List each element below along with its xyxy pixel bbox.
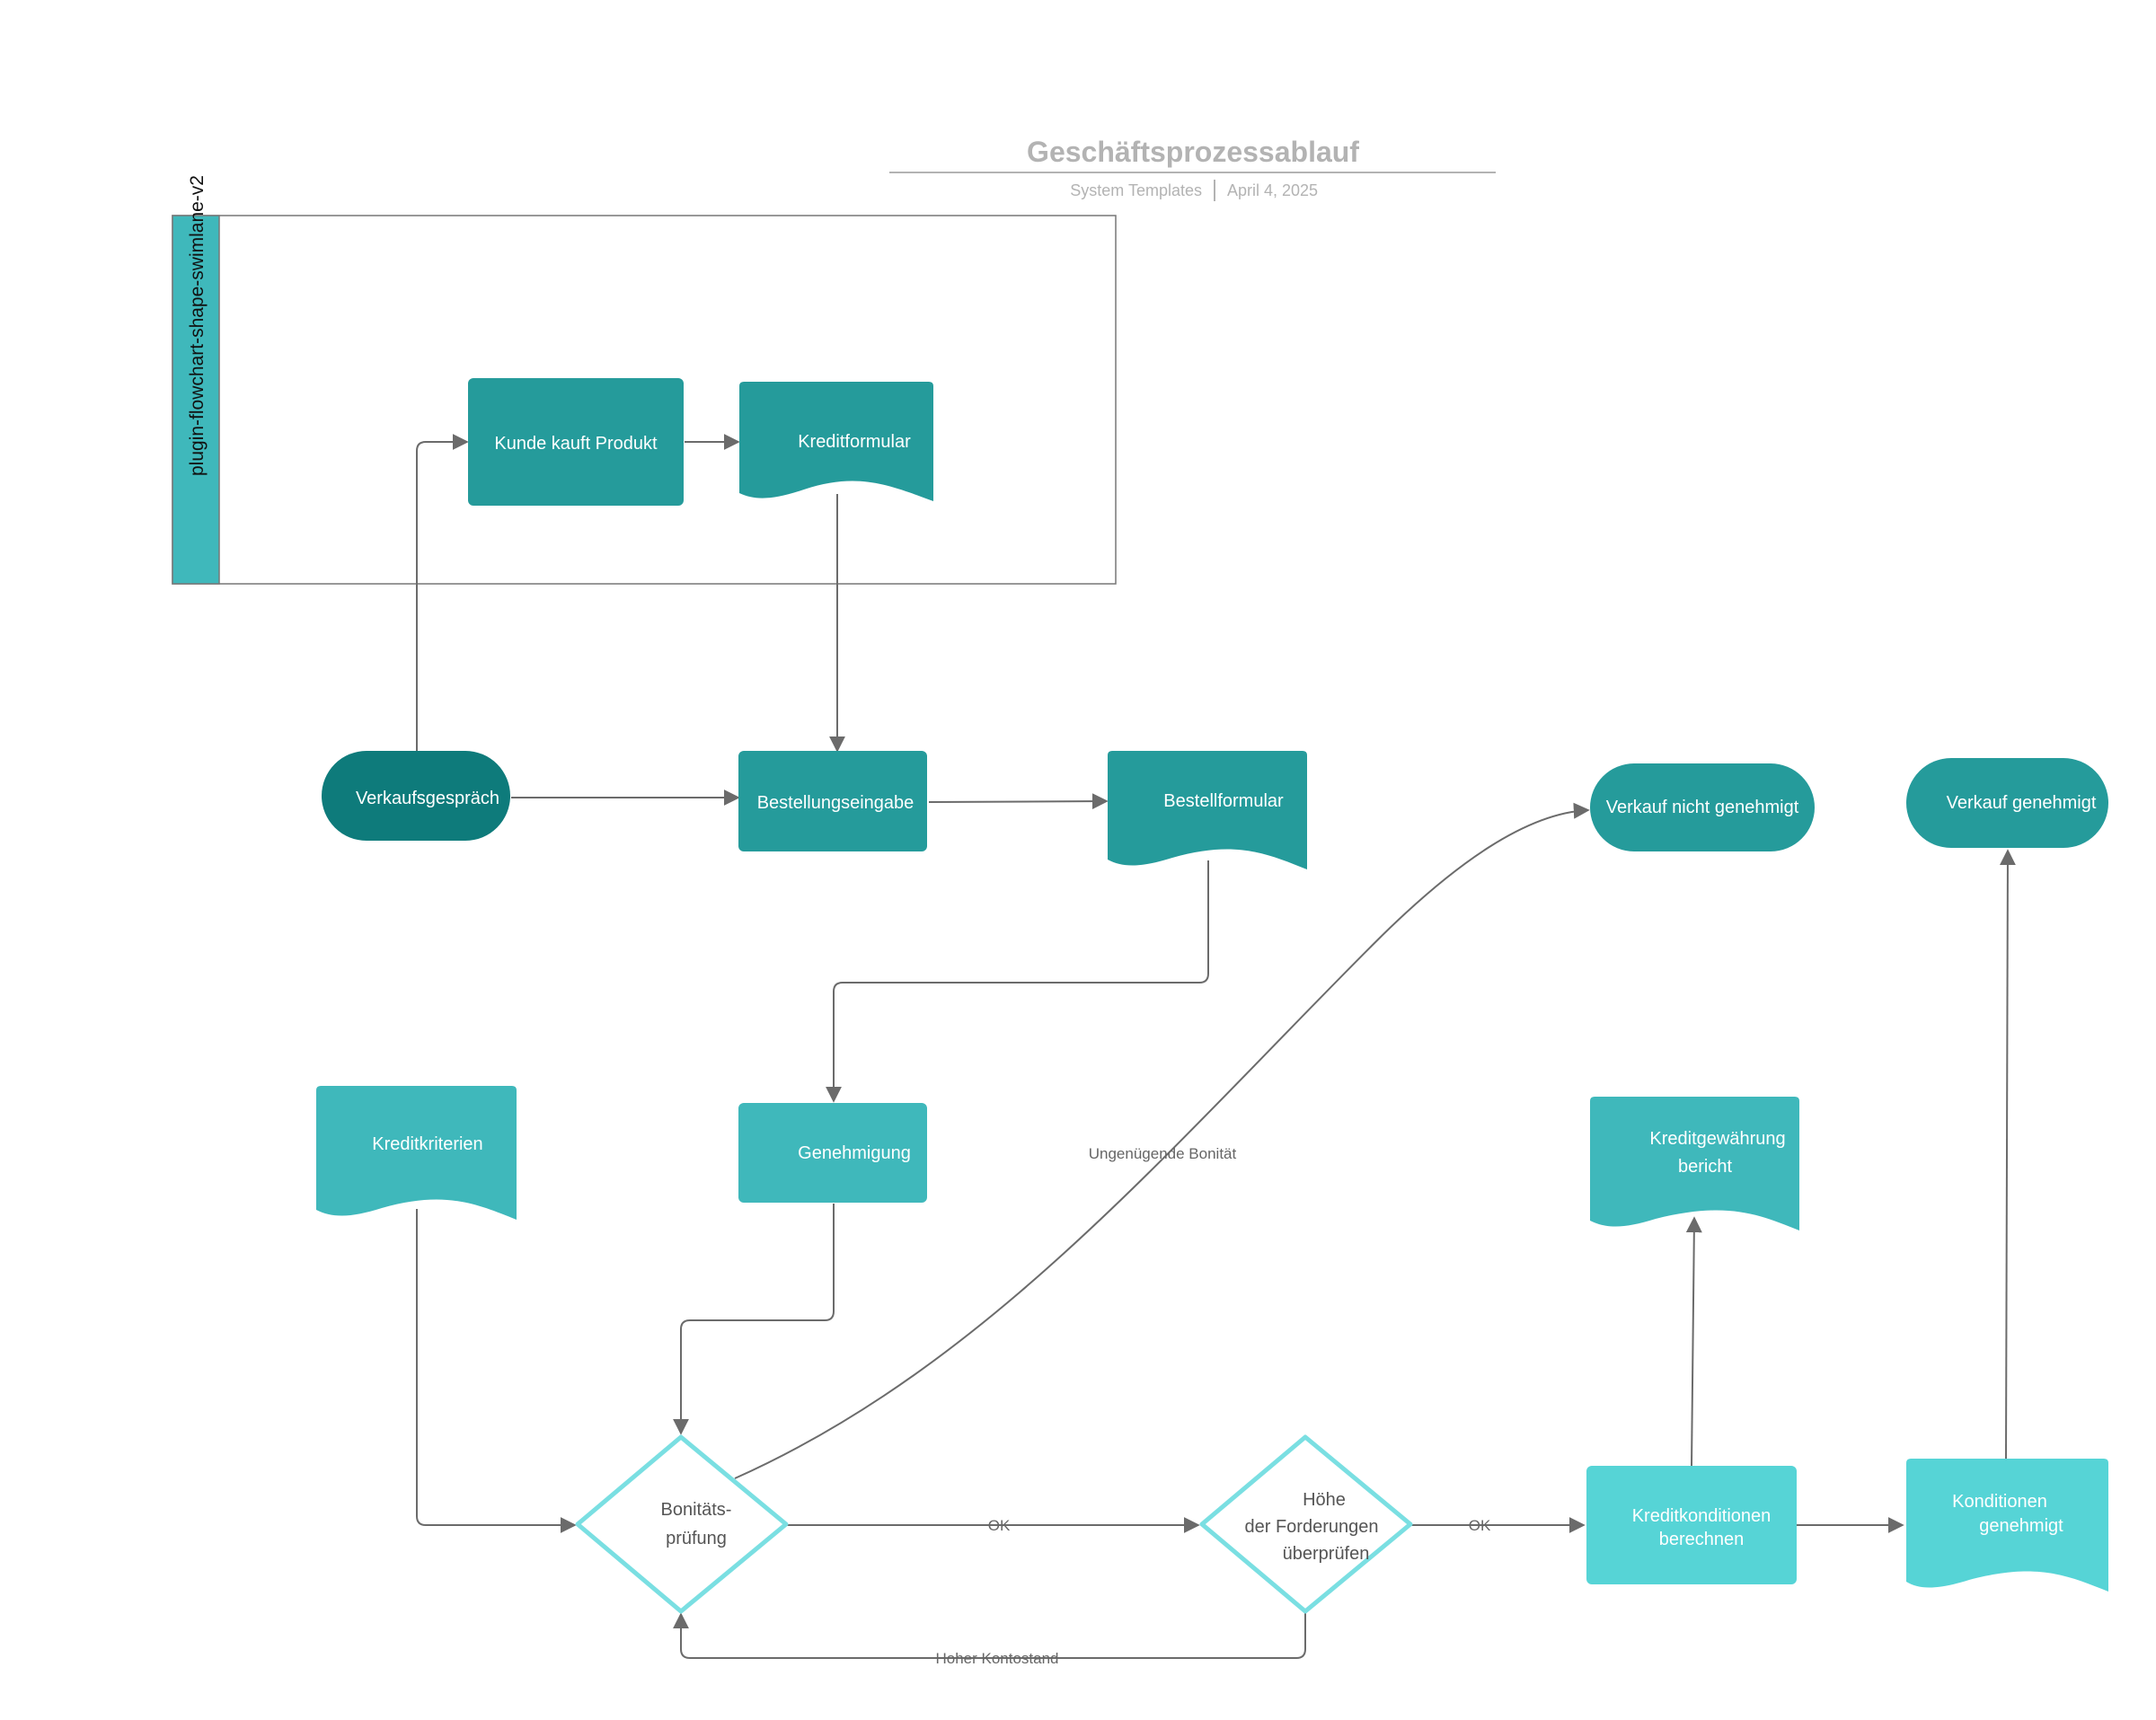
edge-label-ungenuegende-bonitaet: Ungenügende Bonität (1089, 1145, 1237, 1162)
decision-hoehe-forderungen[interactable]: Höhe der Forderungen überprüfen (1199, 1434, 1413, 1614)
edge-kreditkonditionen-to-bericht[interactable] (1685, 1216, 1702, 1467)
subtitle-date: April 4, 2025 (1227, 181, 1318, 199)
swimlane[interactable]: plugin-flowchart-shape-swimlane-v2 (172, 175, 1117, 585)
diagram-header: Geschäftsprozessablauf System Templates … (889, 136, 1496, 201)
edge-hoehe-to-bonitaet[interactable] (673, 1612, 1306, 1659)
node-label: Kunde kauft Produkt (494, 434, 658, 454)
node-label-line-1: Kreditkonditionen (1632, 1506, 1772, 1526)
node-label-line-2: bericht (1678, 1157, 1732, 1177)
node-label: Genehmigung (798, 1143, 911, 1163)
node-verkauf-nicht-genehmigt[interactable]: Verkauf nicht genehmigt (1590, 763, 1815, 851)
node-label: Verkauf nicht genehmigt (1606, 798, 1799, 817)
edge-label-ok-2: OK (1469, 1517, 1491, 1534)
node-label-line-1: Bonitäts- (661, 1500, 732, 1520)
node-bestellungseingabe[interactable]: Bestellungseingabe (738, 751, 927, 851)
node-label: Verkauf genehmigt (1947, 793, 2097, 813)
edge-label-hoher-kontostand: Hoher Kontostand (935, 1650, 1058, 1667)
edge-bestellformular-to-genehmigung[interactable] (826, 860, 1209, 1103)
node-label: Bestellungseingabe (757, 793, 915, 813)
node-label-line-1: Höhe (1303, 1490, 1346, 1510)
node-kreditkonditionen-berechnen[interactable]: Kreditkonditionen berechnen (1586, 1466, 1797, 1584)
node-kreditgewaehrungsbericht[interactable]: Kreditgewährung bericht (1590, 1097, 1799, 1230)
decision-bonitaetspruefung[interactable]: Bonitäts- prüfung (575, 1434, 789, 1614)
node-label-line-2: prüfung (666, 1529, 727, 1548)
node-genehmigung[interactable]: Genehmigung (738, 1103, 927, 1203)
node-kreditformular[interactable]: Kreditformular (739, 382, 933, 501)
node-konditionen-genehmigt[interactable]: Konditionen genehmigt (1906, 1459, 2108, 1592)
node-label-line-2: der Forderungen (1245, 1517, 1379, 1537)
edge-bestellungseingabe-to-bestellformular[interactable] (928, 793, 1109, 810)
edges (416, 434, 2016, 1659)
node-label: Verkaufsgespräch (356, 789, 499, 808)
node-verkauf-genehmigt[interactable]: Verkauf genehmigt (1906, 758, 2108, 848)
node-label-line-3: überprüfen (1283, 1544, 1370, 1564)
edge-verkaufsgesprach-to-kunde[interactable] (416, 434, 469, 754)
edge-labels: Ungenügende Bonität OK OK Hoher Kontosta… (935, 1145, 1490, 1667)
node-bestellformular[interactable]: Bestellformular (1108, 751, 1307, 869)
node-verkaufsgesprach[interactable]: Verkaufsgespräch (322, 751, 510, 841)
swimlane-header-bar[interactable] (172, 215, 220, 585)
node-label-line-1: Kreditgewährung (1649, 1129, 1785, 1149)
node-kreditkriterien[interactable]: Kreditkriterien (316, 1086, 517, 1220)
edge-bonitaet-to-verkauf-nicht[interactable] (734, 802, 1590, 1479)
edge-kreditkriterien-to-bonitaet[interactable] (416, 1209, 577, 1533)
node-label-line-2: genehmigt (1979, 1516, 2063, 1536)
node-label: Bestellformular (1163, 791, 1284, 811)
node-label: Kreditformular (798, 432, 911, 452)
node-label-line-2: berechnen (1659, 1530, 1745, 1549)
subtitle-source: System Templates (1070, 181, 1202, 199)
node-label: Kreditkriterien (372, 1134, 482, 1154)
node-label-line-1: Konditionen (1952, 1492, 2047, 1512)
edge-label-ok-1: OK (988, 1517, 1011, 1534)
edge-genehmigung-to-bonitaet[interactable] (673, 1204, 835, 1435)
swimlane-label: plugin-flowchart-shape-swimlane-v2 (187, 175, 208, 476)
edge-konditionen-to-verkauf-genehmigt[interactable] (1999, 849, 2016, 1460)
node-kunde-kauft-produkt[interactable]: Kunde kauft Produkt (468, 378, 684, 506)
diagram-title: Geschäftsprozessablauf (1027, 136, 1359, 168)
